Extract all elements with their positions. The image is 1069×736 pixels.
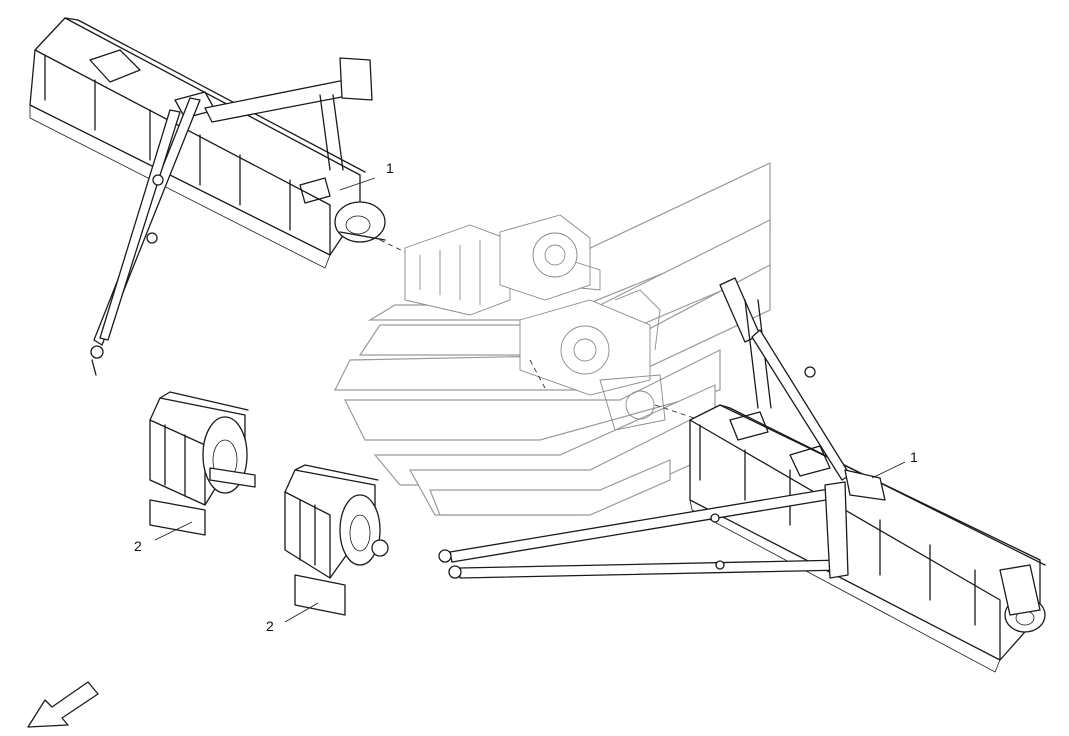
auger-segment-left — [149, 391, 256, 536]
callout-1-lower: 1 — [910, 449, 918, 465]
direction-arrow-icon — [27, 681, 99, 728]
callout-2-left: 2 — [134, 538, 142, 554]
header-section-upper-left — [29, 17, 386, 376]
callout-leaders — [154, 177, 906, 623]
gearbox-assembly-ghost — [379, 214, 701, 431]
callout-1-upper: 1 — [386, 160, 394, 176]
callout-2-middle: 2 — [266, 618, 274, 634]
auger-segment-middle — [284, 464, 389, 616]
chevron-logo-watermark — [334, 162, 771, 516]
header-section-lower-right — [438, 277, 1046, 673]
